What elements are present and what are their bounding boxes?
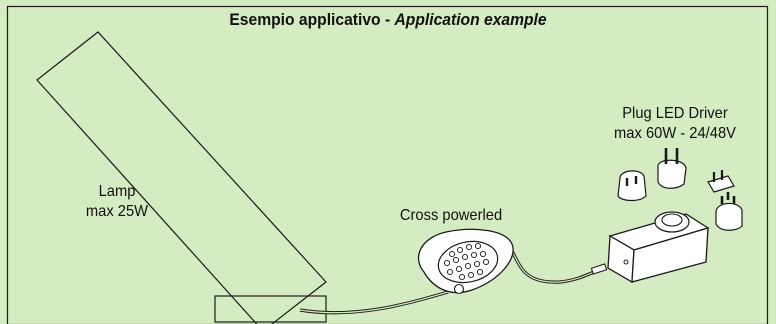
lamp-label: Lamp max 25W bbox=[66, 182, 167, 222]
driver-cable-outer bbox=[508, 247, 605, 284]
driver-cable-inner bbox=[509, 247, 605, 283]
lamp-label-line2: max 25W bbox=[85, 203, 149, 220]
led-driver-box bbox=[590, 211, 710, 284]
diagram-title: Esempio applicativo - Application exampl… bbox=[31, 10, 745, 30]
driver-label: Plug LED Driver max 60W - 24/48V bbox=[606, 104, 744, 144]
lamp-panel bbox=[36, 31, 327, 324]
title-english: Application example bbox=[394, 10, 547, 29]
driver-label-line1: Plug LED Driver bbox=[622, 105, 728, 122]
lamp-cable-inner bbox=[299, 291, 449, 314]
plug-adapter-4 bbox=[715, 192, 743, 231]
plug-adapter-2 bbox=[657, 148, 687, 189]
diagram-border bbox=[6, 5, 769, 324]
lamp-base bbox=[214, 295, 327, 323]
title-italian: Esempio applicativo - bbox=[229, 10, 395, 29]
plug-adapter-1 bbox=[617, 170, 647, 202]
cross-powerled-device bbox=[417, 228, 514, 295]
cross-powerled-label: Cross powerled bbox=[399, 207, 503, 224]
plug-adapter-3 bbox=[707, 170, 735, 193]
lamp-label-line1: Lamp bbox=[98, 183, 136, 200]
driver-label-line2: max 60W - 24/48V bbox=[614, 125, 736, 142]
